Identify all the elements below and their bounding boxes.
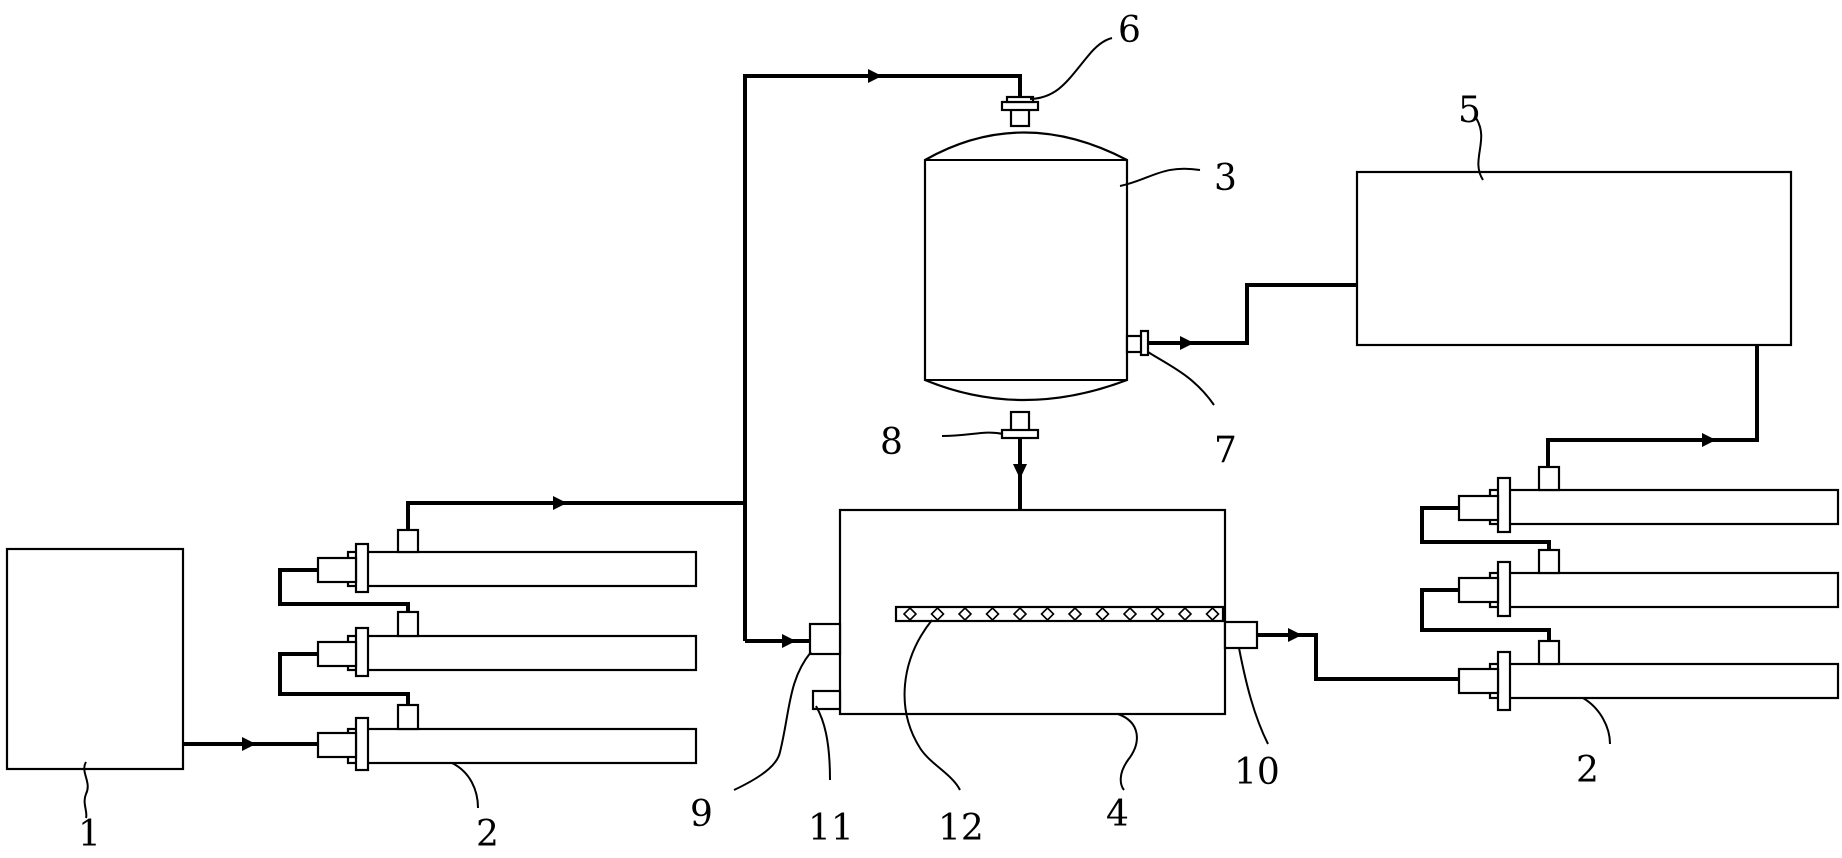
leader-line-3	[1119, 167, 1201, 187]
pipe-interconnect	[1420, 588, 1551, 641]
pipe-interconnect	[278, 652, 410, 705]
pipe-interconnect	[1420, 506, 1551, 550]
label-9: 9	[690, 794, 713, 835]
port-6-nozzle	[1000, 95, 1040, 128]
distributor-hole	[1012, 606, 1028, 622]
heater-unit	[316, 610, 698, 678]
distributor-hole	[985, 606, 1000, 622]
label-2-left: 2	[476, 814, 499, 855]
flow-arrow	[1180, 336, 1194, 350]
leader-line-2-left	[451, 762, 479, 809]
left-heater-bank	[278, 528, 698, 772]
pipe-interconnect	[278, 568, 410, 612]
distributor-hole	[1122, 606, 1138, 622]
distributor-12	[894, 605, 1225, 623]
heater-unit	[316, 528, 698, 594]
leader-line-1	[83, 761, 89, 819]
leader-line-8	[941, 431, 1004, 437]
leader-line-4	[1117, 713, 1138, 791]
label-2-right: 2	[1576, 750, 1599, 791]
distributor-hole	[1177, 606, 1193, 622]
heater-unit	[1457, 639, 1840, 712]
pipe-10-to-right-bank	[1257, 633, 1459, 681]
port-10	[1223, 620, 1259, 650]
label-4: 4	[1106, 794, 1129, 835]
component-1-box	[5, 547, 185, 771]
distributor-hole	[1067, 606, 1083, 622]
heater-unit	[316, 703, 698, 772]
pipe-7-to-5	[1148, 283, 1357, 345]
label-7: 7	[1214, 430, 1237, 471]
leader-line-9	[733, 651, 812, 791]
pipe-5-to-right-bank	[1546, 345, 1759, 467]
label-3: 3	[1214, 158, 1237, 199]
flow-arrow	[782, 634, 796, 648]
port-11	[811, 689, 842, 711]
tank-3	[923, 131, 1129, 402]
port-7-nozzle	[1125, 329, 1150, 357]
flow-arrow	[242, 737, 256, 751]
leader-line-7	[1147, 351, 1215, 406]
distributor-hole	[957, 606, 973, 622]
leader-line-12	[903, 619, 961, 791]
label-1: 1	[78, 814, 101, 855]
label-8: 8	[880, 422, 903, 463]
leader-line-11	[815, 705, 831, 781]
leader-line-5	[1475, 117, 1484, 181]
leader-line-10	[1238, 647, 1269, 745]
pipe-left-bank-out	[406, 501, 745, 530]
distributor-hole	[1095, 606, 1110, 622]
distributor-hole	[930, 606, 945, 622]
component-5-box	[1355, 170, 1793, 347]
label-10: 10	[1234, 752, 1280, 793]
port-8-nozzle	[1000, 410, 1040, 440]
leader-line-6	[1029, 37, 1113, 100]
distributor-hole	[1205, 606, 1220, 622]
distributor-hole	[902, 606, 918, 622]
heater-unit	[1457, 465, 1840, 534]
flow-arrow	[1702, 433, 1716, 447]
distributor-hole	[1150, 606, 1165, 622]
port-9	[808, 622, 842, 656]
pipe-to-tank-top	[743, 74, 1022, 641]
heater-unit	[1457, 548, 1840, 618]
leader-line-2-right	[1582, 697, 1611, 745]
label-5: 5	[1458, 90, 1481, 131]
flow-arrow	[1013, 464, 1027, 479]
flow-arrow	[553, 496, 567, 510]
label-12: 12	[938, 808, 984, 849]
right-heater-bank	[1420, 465, 1840, 712]
distributor-hole	[1040, 606, 1055, 622]
label-11: 11	[808, 808, 854, 849]
flow-arrow	[868, 69, 882, 83]
flow-arrow	[1288, 628, 1302, 642]
label-6: 6	[1118, 10, 1141, 51]
